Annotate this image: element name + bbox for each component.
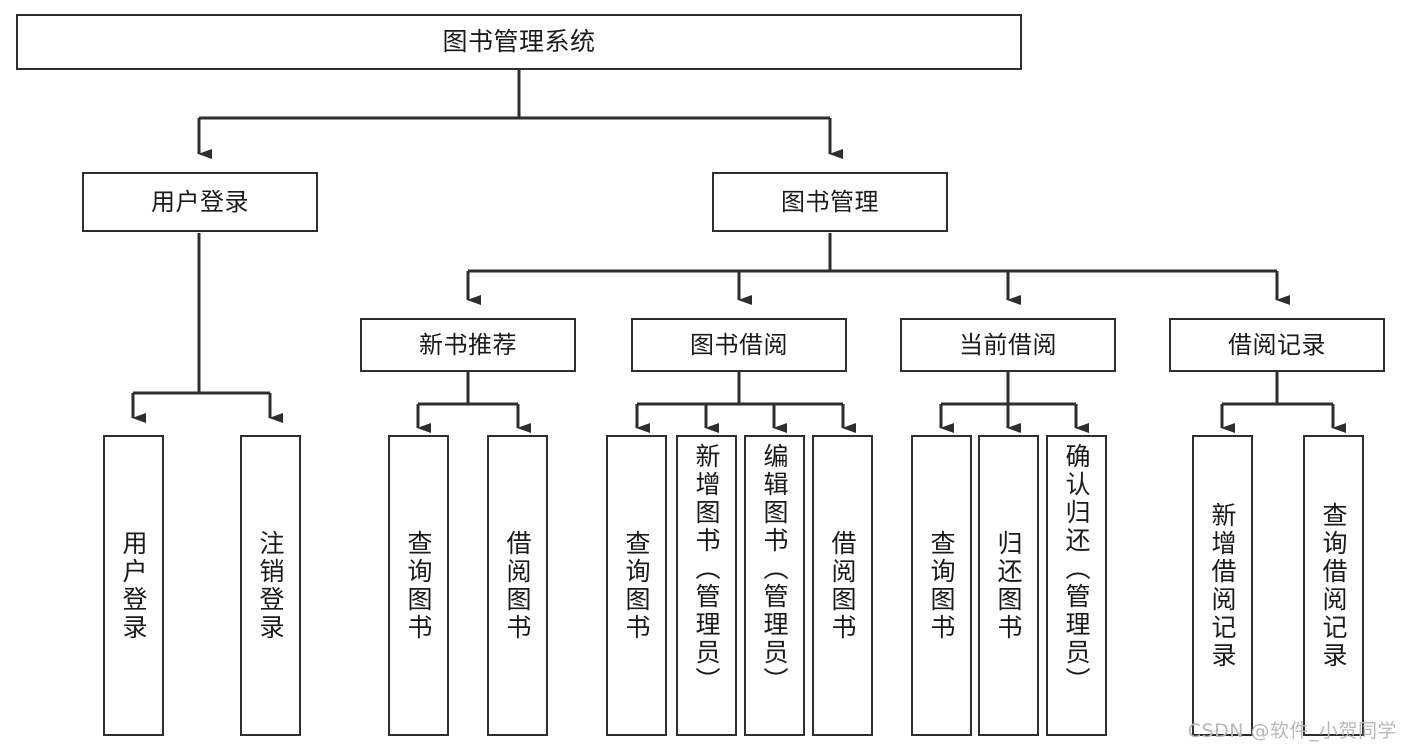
node-book-borrow[interactable]: 图书借阅 <box>631 318 847 372</box>
node-label: 图书管理系统 <box>442 27 596 57</box>
node-book-manage[interactable]: 图书管理 <box>712 172 948 232</box>
node-leaf-logout[interactable]: 注销登录 <box>240 435 301 736</box>
node-new-book-recommend[interactable]: 新书推荐 <box>360 318 576 372</box>
csdn-watermark: CSDN @软件_小贺同学 <box>1187 720 1397 742</box>
node-leaf-query-book-3[interactable]: 查询图书 <box>911 435 972 736</box>
node-label: 用户登录 <box>151 187 249 216</box>
node-label: 新增图书（管理员） <box>692 443 721 695</box>
node-label: 图书借阅 <box>690 330 788 359</box>
node-label: 借阅图书 <box>503 529 532 642</box>
node-leaf-query-book-1[interactable]: 查询图书 <box>388 435 449 736</box>
node-leaf-query-book-2[interactable]: 查询图书 <box>606 435 667 736</box>
node-label: 图书管理 <box>781 187 879 216</box>
node-leaf-borrow-book-1[interactable]: 借阅图书 <box>487 435 548 736</box>
node-label: 新增借阅记录 <box>1208 501 1237 670</box>
node-user-login[interactable]: 用户登录 <box>82 172 318 232</box>
node-label: 编辑图书（管理员） <box>760 443 789 695</box>
node-label: 用户登录 <box>119 529 148 642</box>
node-leaf-add-book[interactable]: 新增图书（管理员） <box>676 435 737 736</box>
node-leaf-return-book[interactable]: 归还图书 <box>978 435 1039 736</box>
node-leaf-confirm-return[interactable]: 确认归还（管理员） <box>1046 435 1107 736</box>
node-label: 归还图书 <box>994 529 1023 642</box>
node-label: 借阅记录 <box>1228 330 1326 359</box>
node-leaf-borrow-book-2[interactable]: 借阅图书 <box>812 435 873 736</box>
node-label: 确认归还（管理员） <box>1062 443 1091 695</box>
node-leaf-user-login[interactable]: 用户登录 <box>103 435 164 736</box>
node-borrow-record[interactable]: 借阅记录 <box>1169 318 1385 372</box>
node-leaf-add-record[interactable]: 新增借阅记录 <box>1192 435 1253 736</box>
node-label: 新书推荐 <box>419 330 517 359</box>
node-leaf-query-record[interactable]: 查询借阅记录 <box>1303 435 1364 736</box>
node-label: 注销登录 <box>256 529 285 642</box>
node-label: 查询图书 <box>622 529 651 642</box>
node-label: 查询图书 <box>404 529 433 642</box>
node-current-borrow[interactable]: 当前借阅 <box>900 318 1116 372</box>
node-label: 查询图书 <box>927 529 956 642</box>
node-label: 查询借阅记录 <box>1319 501 1348 670</box>
node-label: 借阅图书 <box>828 529 857 642</box>
node-label: 当前借阅 <box>959 330 1057 359</box>
node-leaf-edit-book[interactable]: 编辑图书（管理员） <box>744 435 805 736</box>
node-system-root[interactable]: 图书管理系统 <box>16 14 1022 70</box>
